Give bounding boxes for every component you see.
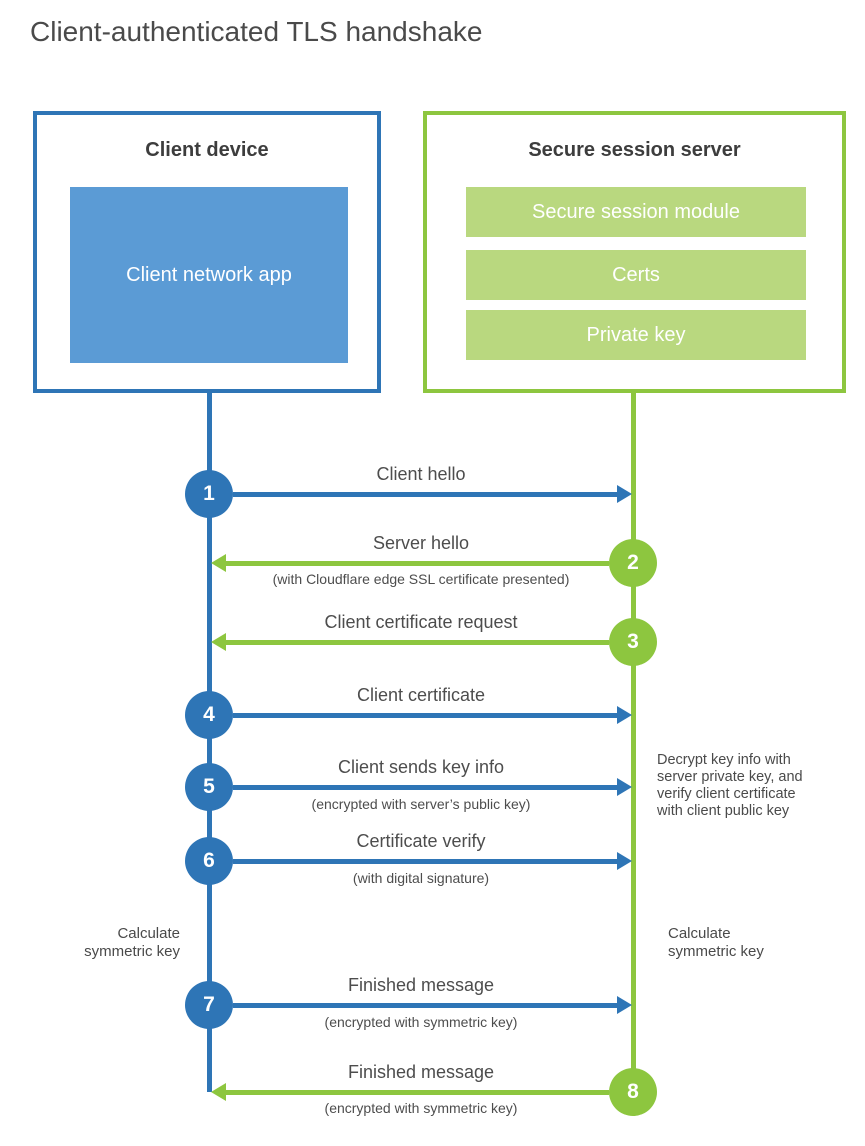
step-8-arrow [226, 1090, 609, 1095]
client-device-title: Client device [145, 139, 269, 161]
decrypt-note-line: server private key, and [657, 769, 803, 785]
step-7-label: Finished message [347, 975, 495, 995]
step-5-arrow [233, 785, 617, 790]
step-8-label: Finished message [347, 1062, 495, 1082]
step-2-label: Server hello [372, 533, 470, 553]
step-2-sublabel: (with Cloudflare edge SSL certificate pr… [272, 571, 570, 587]
step-2-arrowhead-icon [211, 554, 226, 572]
client-lifeline [207, 393, 212, 1092]
server-module-secure-session: Secure session module [466, 187, 806, 237]
client-device-box: Client device Client network app [33, 111, 381, 393]
step-3-label: Client certificate request [324, 612, 518, 632]
step-5-arrowhead-icon [617, 778, 632, 796]
step-4-arrowhead-icon [617, 706, 632, 724]
calc-left-line: Calculate [117, 925, 180, 942]
calc-right-line: Calculate [668, 925, 731, 942]
decrypt-note: Decrypt key info with server private key… [657, 752, 847, 820]
step-7-circle: 7 [185, 981, 233, 1029]
step-7-sublabel: (encrypted with symmetric key) [324, 1014, 518, 1030]
step-6-sublabel: (with digital signature) [352, 870, 490, 886]
decrypt-note-line: verify client certificate [657, 786, 796, 802]
server-lifeline [631, 393, 636, 1092]
step-8-arrowhead-icon [211, 1083, 226, 1101]
step-8-circle: 8 [609, 1068, 657, 1116]
step-8-sublabel: (encrypted with symmetric key) [324, 1100, 518, 1116]
step-6-arrowhead-icon [617, 852, 632, 870]
decrypt-note-line: Decrypt key info with [657, 752, 791, 768]
secure-session-server-title: Secure session server [528, 139, 741, 161]
step-3-arrow [226, 640, 609, 645]
server-module-private-key: Private key [466, 310, 806, 360]
step-1-label: Client hello [376, 464, 466, 484]
decrypt-note-line: with client public key [657, 803, 790, 819]
step-4-label: Client certificate [356, 685, 486, 705]
step-2-circle: 2 [609, 539, 657, 587]
step-6-label: Certificate verify [356, 831, 486, 851]
step-1-arrow [233, 492, 617, 497]
page-title: Client-authenticated TLS handshake [30, 16, 483, 47]
client-network-app-label: Client network app [126, 263, 292, 286]
step-5-circle: 5 [185, 763, 233, 811]
step-3-circle: 3 [609, 618, 657, 666]
calc-right-line: symmetric key [668, 943, 764, 960]
step-4-arrow [233, 713, 617, 718]
step-7-arrow [233, 1003, 617, 1008]
step-1-circle: 1 [185, 470, 233, 518]
calc-symmetric-key-left: Calculate symmetric key [38, 925, 180, 961]
server-module-certs: Certs [466, 250, 806, 300]
step-6-circle: 6 [185, 837, 233, 885]
step-6-arrow [233, 859, 617, 864]
step-2-arrow [226, 561, 609, 566]
secure-session-server-box: Secure session server Secure session mod… [423, 111, 846, 393]
step-5-sublabel: (encrypted with server’s public key) [311, 796, 531, 812]
calc-symmetric-key-right: Calculate symmetric key [668, 925, 818, 961]
client-network-app-box: Client network app [70, 187, 348, 363]
calc-left-line: symmetric key [84, 943, 180, 960]
step-1-arrowhead-icon [617, 485, 632, 503]
step-4-circle: 4 [185, 691, 233, 739]
step-5-label: Client sends key info [337, 757, 505, 777]
step-7-arrowhead-icon [617, 996, 632, 1014]
step-3-arrowhead-icon [211, 633, 226, 651]
